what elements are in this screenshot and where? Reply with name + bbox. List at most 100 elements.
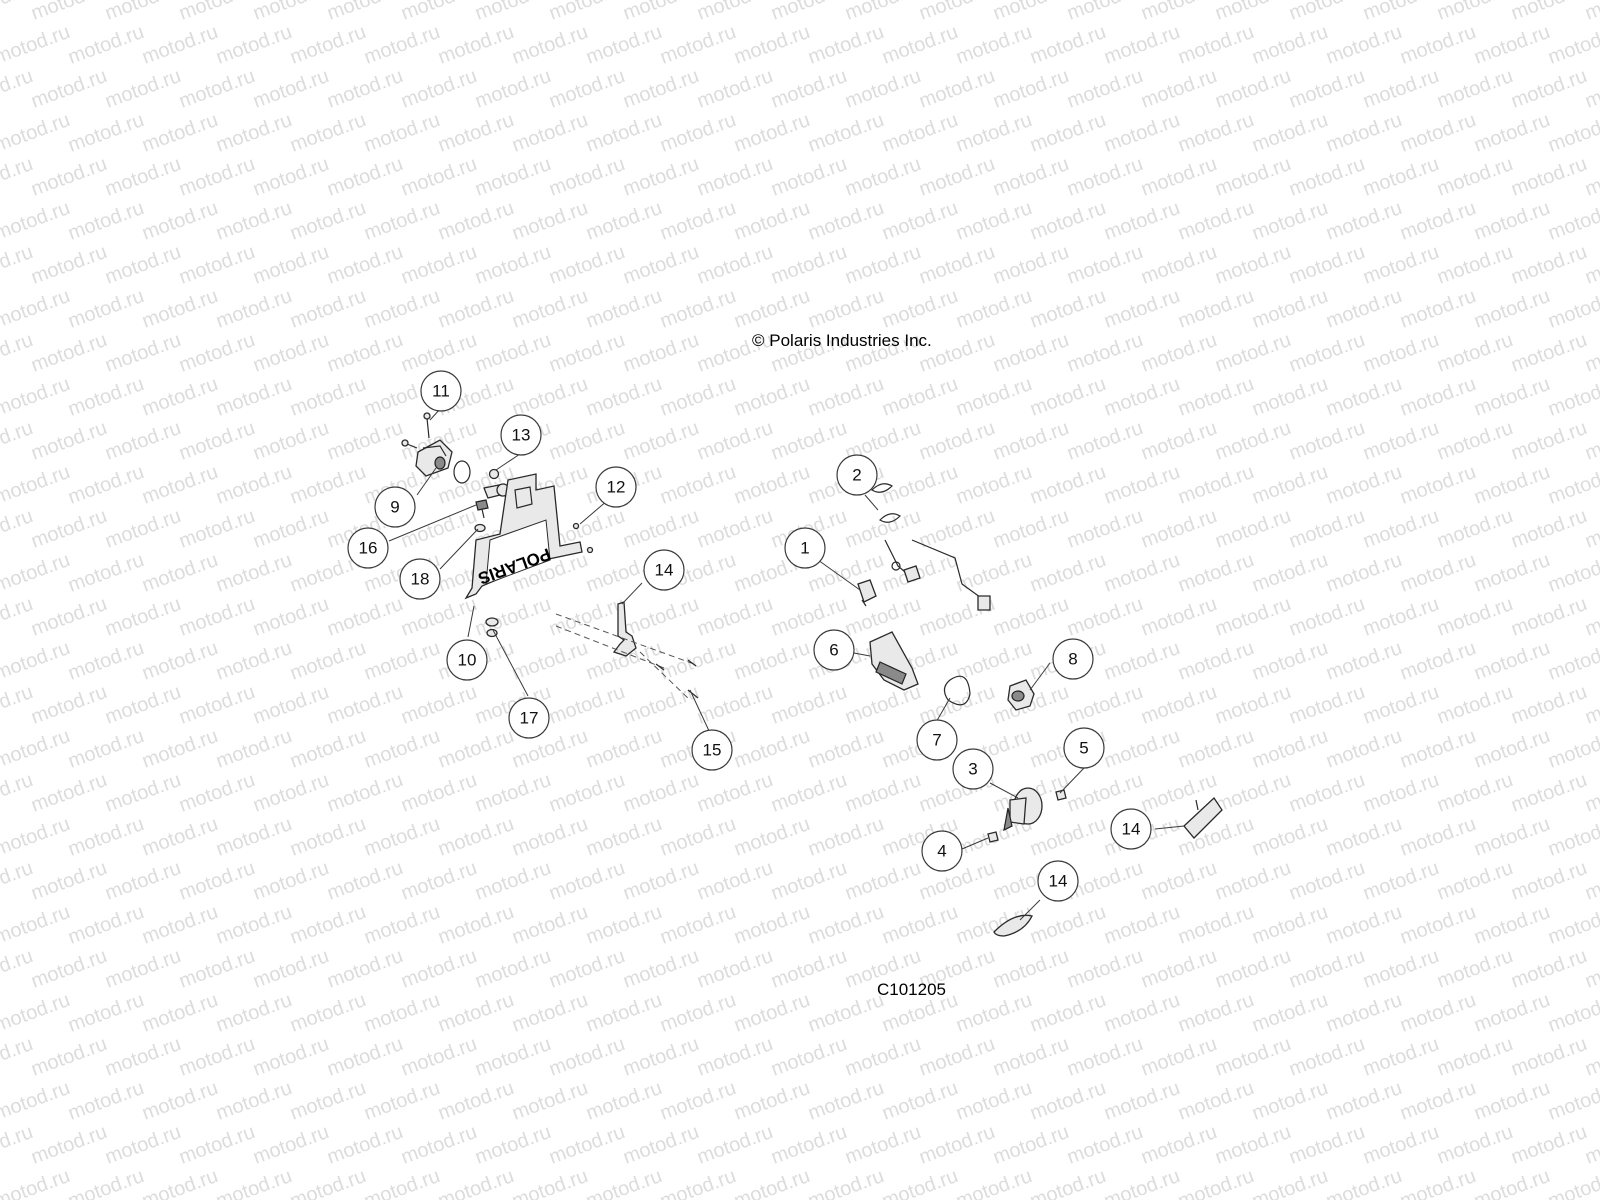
watermark-text: motod.ru bbox=[1286, 681, 1368, 729]
watermark-text: motod.ru bbox=[1138, 593, 1220, 641]
watermark-text: motod.ru bbox=[1027, 21, 1109, 69]
watermark-text: motod.ru bbox=[1471, 637, 1553, 685]
watermark-text: motod.ru bbox=[28, 681, 110, 729]
watermark-text: motod.ru bbox=[1212, 0, 1294, 25]
watermark-text: motod.ru bbox=[620, 153, 702, 201]
watermark-text: motod.ru bbox=[102, 241, 184, 289]
watermark-text: motod.ru bbox=[28, 329, 110, 377]
watermark-text: motod.ru bbox=[1323, 285, 1405, 333]
watermark-text: motod.ru bbox=[1027, 989, 1109, 1037]
watermark-text: motod.ru bbox=[472, 65, 554, 113]
watermark-text: motod.ru bbox=[250, 769, 332, 817]
watermark-text: motod.ru bbox=[1175, 1077, 1257, 1125]
watermark-text: motod.ru bbox=[805, 725, 887, 773]
watermark-text: motod.ru bbox=[1471, 901, 1553, 949]
watermark-text: motod.ru bbox=[250, 505, 332, 553]
watermark-text: motod.ru bbox=[0, 857, 36, 905]
watermark-text: motod.ru bbox=[731, 813, 813, 861]
watermark-text: motod.ru bbox=[916, 505, 998, 553]
watermark-text: motod.ru bbox=[990, 0, 1072, 25]
watermark-text: motod.ru bbox=[509, 197, 591, 245]
watermark-text: motod.ru bbox=[990, 417, 1072, 465]
watermark-text: motod.ru bbox=[953, 21, 1035, 69]
watermark-text: motod.ru bbox=[768, 417, 850, 465]
watermark-text: motod.ru bbox=[694, 0, 776, 25]
watermark-text: motod.ru bbox=[1138, 1033, 1220, 1081]
watermark-text: motod.ru bbox=[990, 153, 1072, 201]
watermark-text: motod.ru bbox=[213, 285, 295, 333]
watermark-text: motod.ru bbox=[1434, 505, 1516, 553]
watermark-text: motod.ru bbox=[1138, 945, 1220, 993]
callout-12: 12 bbox=[595, 466, 637, 508]
watermark-text: motod.ru bbox=[1508, 681, 1590, 729]
watermark-text: motod.ru bbox=[1249, 461, 1331, 509]
watermark-text: motod.ru bbox=[1508, 769, 1590, 817]
watermark-text: motod.ru bbox=[1471, 549, 1553, 597]
watermark-text: motod.ru bbox=[1323, 901, 1405, 949]
watermark-text: motod.ru bbox=[0, 21, 73, 69]
watermark-text: motod.ru bbox=[1064, 417, 1146, 465]
watermark-text: motod.ru bbox=[1286, 945, 1368, 993]
watermark-text: motod.ru bbox=[768, 0, 850, 25]
watermark-text: motod.ru bbox=[102, 505, 184, 553]
watermark-text: motod.ru bbox=[1064, 241, 1146, 289]
watermark-text: motod.ru bbox=[435, 285, 517, 333]
watermark-text: motod.ru bbox=[731, 1077, 813, 1125]
watermark-text: motod.ru bbox=[1323, 461, 1405, 509]
watermark-text: motod.ru bbox=[1249, 901, 1331, 949]
watermark-text: motod.ru bbox=[1545, 549, 1600, 597]
watermark-text: motod.ru bbox=[731, 373, 813, 421]
watermark-text: motod.ru bbox=[916, 1033, 998, 1081]
watermark-text: motod.ru bbox=[842, 1033, 924, 1081]
watermark-text: motod.ru bbox=[139, 901, 221, 949]
watermark-text: motod.ru bbox=[176, 769, 258, 817]
watermark-text: motod.ru bbox=[65, 197, 147, 245]
watermark-text: motod.ru bbox=[1249, 109, 1331, 157]
watermark-text: motod.ru bbox=[1434, 593, 1516, 641]
watermark-text: motod.ru bbox=[0, 593, 36, 641]
watermark-text: motod.ru bbox=[1286, 241, 1368, 289]
watermark-text: motod.ru bbox=[0, 505, 36, 553]
watermark-text: motod.ru bbox=[65, 1165, 147, 1200]
watermark-text: motod.ru bbox=[1360, 769, 1442, 817]
watermark-text: motod.ru bbox=[842, 153, 924, 201]
watermark-text: motod.ru bbox=[768, 1033, 850, 1081]
watermark-text: motod.ru bbox=[1545, 1077, 1600, 1125]
watermark-text: motod.ru bbox=[1249, 813, 1331, 861]
watermark-text: motod.ru bbox=[731, 989, 813, 1037]
watermark-text: motod.ru bbox=[990, 65, 1072, 113]
watermark-text: motod.ru bbox=[1545, 725, 1600, 773]
part-7-gasket bbox=[943, 675, 971, 706]
watermark-text: motod.ru bbox=[768, 1121, 850, 1169]
watermark-text: motod.ru bbox=[0, 725, 73, 773]
leader-lines bbox=[388, 407, 1185, 921]
part-14-reflector-b bbox=[993, 914, 1033, 937]
watermark-text: motod.ru bbox=[546, 769, 628, 817]
watermark-text: motod.ru bbox=[1323, 1165, 1405, 1200]
watermark-text: motod.ru bbox=[990, 945, 1072, 993]
watermark-text: motod.ru bbox=[139, 373, 221, 421]
watermark-text: motod.ru bbox=[1397, 373, 1479, 421]
watermark-text: motod.ru bbox=[0, 329, 36, 377]
watermark-text: motod.ru bbox=[805, 21, 887, 69]
watermark-text: motod.ru bbox=[1101, 109, 1183, 157]
watermark-text: motod.ru bbox=[1545, 813, 1600, 861]
watermark-text: motod.ru bbox=[731, 725, 813, 773]
svg-text:7: 7 bbox=[932, 731, 941, 750]
watermark-text: motod.ru bbox=[139, 1165, 221, 1200]
diagram-code: C101205 bbox=[877, 980, 946, 999]
watermark-text: motod.ru bbox=[1434, 857, 1516, 905]
watermark-text: motod.ru bbox=[65, 461, 147, 509]
watermark-text: motod.ru bbox=[1397, 461, 1479, 509]
watermark-text: motod.ru bbox=[1175, 725, 1257, 773]
watermark-text: motod.ru bbox=[509, 637, 591, 685]
watermark-text: motod.ru bbox=[102, 153, 184, 201]
watermark-text: motod.ru bbox=[694, 945, 776, 993]
watermark-text: motod.ru bbox=[250, 417, 332, 465]
watermark-text: motod.ru bbox=[1545, 285, 1600, 333]
watermark-text: motod.ru bbox=[620, 1121, 702, 1169]
watermark-text: motod.ru bbox=[398, 945, 480, 993]
watermark-text: motod.ru bbox=[1397, 549, 1479, 597]
watermark-text: motod.ru bbox=[1508, 857, 1590, 905]
